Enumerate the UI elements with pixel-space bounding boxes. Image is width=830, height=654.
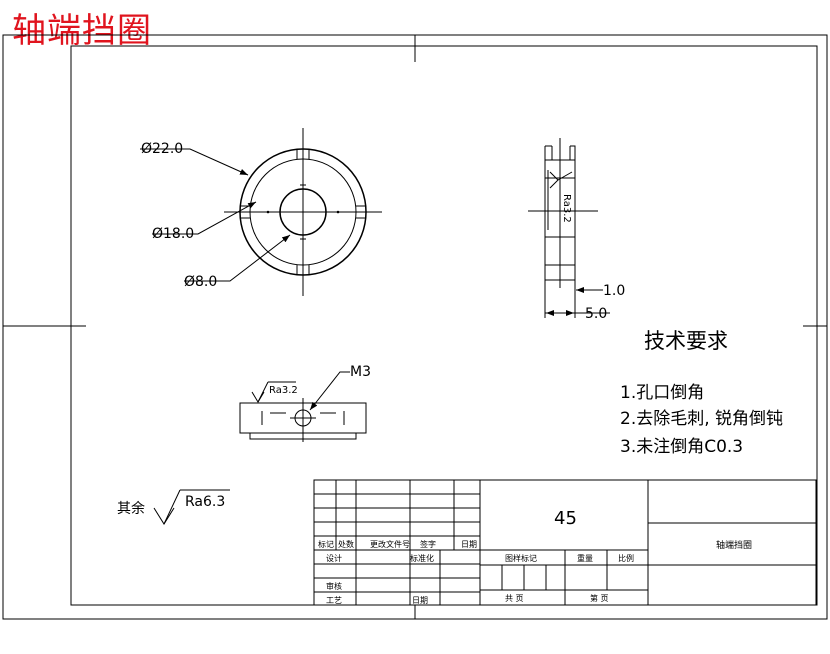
tb-scale: 比例 — [618, 553, 634, 563]
side-roughness-label: Ra3.2 — [561, 194, 572, 223]
section-roughness-label: Ra3.2 — [269, 385, 298, 396]
tb-header-mark: 标记 — [318, 539, 334, 549]
tb-standardize: 标准化 — [410, 553, 434, 563]
tb-header-count: 处数 — [338, 539, 354, 549]
thread-callout: M3 — [350, 364, 371, 380]
tb-design: 设计 — [326, 553, 342, 563]
dim-chamfer: 1.0 — [603, 283, 625, 299]
title-block — [313, 479, 817, 606]
remaining-roughness-value: Ra6.3 — [185, 494, 225, 510]
tb-material: 45 — [554, 508, 577, 529]
dim-inner-diameter: Ø8.0 — [184, 274, 217, 290]
tb-weight: 重量 — [577, 553, 593, 563]
tb-sheet-no: 第 页 — [590, 593, 609, 603]
dim-outer-diameter: Ø22.0 — [141, 141, 183, 157]
section-view — [239, 371, 367, 442]
tech-req-heading: 技术要求 — [644, 329, 728, 353]
tb-part-name: 轴端挡圈 — [716, 539, 752, 551]
dim-thickness: 5.0 — [585, 306, 607, 322]
tb-sheets-total: 共 页 — [505, 594, 524, 603]
side-view — [528, 138, 610, 318]
tb-header-date: 日期 — [461, 540, 477, 549]
tb-review: 审核 — [326, 581, 342, 591]
drawing-title: 轴端挡圈 — [12, 11, 152, 51]
tech-req-item-2: 2.去除毛刺, 锐角倒钝 — [620, 409, 783, 429]
side-view-arrows — [546, 287, 588, 316]
tb-process: 工艺 — [326, 596, 342, 605]
remaining-roughness-symbol — [153, 489, 230, 525]
side-roughness-symbol — [549, 171, 573, 189]
tb-header-sign: 签字 — [420, 539, 436, 549]
sheet-borders — [2, 34, 828, 620]
dim-mid-diameter: Ø18.0 — [152, 226, 194, 242]
tb-header-doc: 更改文件号 — [370, 539, 410, 549]
tb-stage-mark: 图样标记 — [505, 553, 537, 563]
tb-date: 日期 — [412, 596, 428, 605]
title-block-text: 标记 处数 更改文件号 签字 日期 设计 标准化 审核 工艺 日期 图样标记 重… — [318, 539, 752, 605]
remaining-roughness-label: 其余 — [117, 500, 145, 517]
front-view — [224, 128, 382, 296]
tech-req-item-1: 1.孔口倒角 — [620, 383, 704, 403]
tech-req-item-3: 3.未注倒角C0.3 — [620, 437, 743, 457]
front-view-leaders — [140, 148, 291, 282]
